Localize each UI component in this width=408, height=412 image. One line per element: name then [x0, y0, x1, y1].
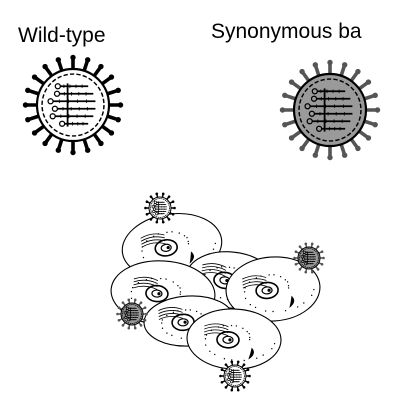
virus-group [22, 54, 381, 161]
host-cell [186, 308, 282, 370]
wild-type-label: Wild-type [18, 24, 106, 47]
small-synonymous-virus-icon [116, 298, 148, 330]
small-synonymous-virus-icon [293, 242, 325, 274]
wild-type-virus-icon [22, 54, 124, 156]
small-wild-type-virus-icon [144, 192, 176, 224]
synonymous-virus-icon [279, 59, 381, 161]
small-virus-group [116, 192, 325, 392]
small-wild-type-virus-icon [219, 360, 251, 392]
host-cell [225, 256, 321, 322]
synonymous-label: Synonymous ba [211, 20, 362, 43]
cell-cluster-icon [110, 213, 321, 370]
